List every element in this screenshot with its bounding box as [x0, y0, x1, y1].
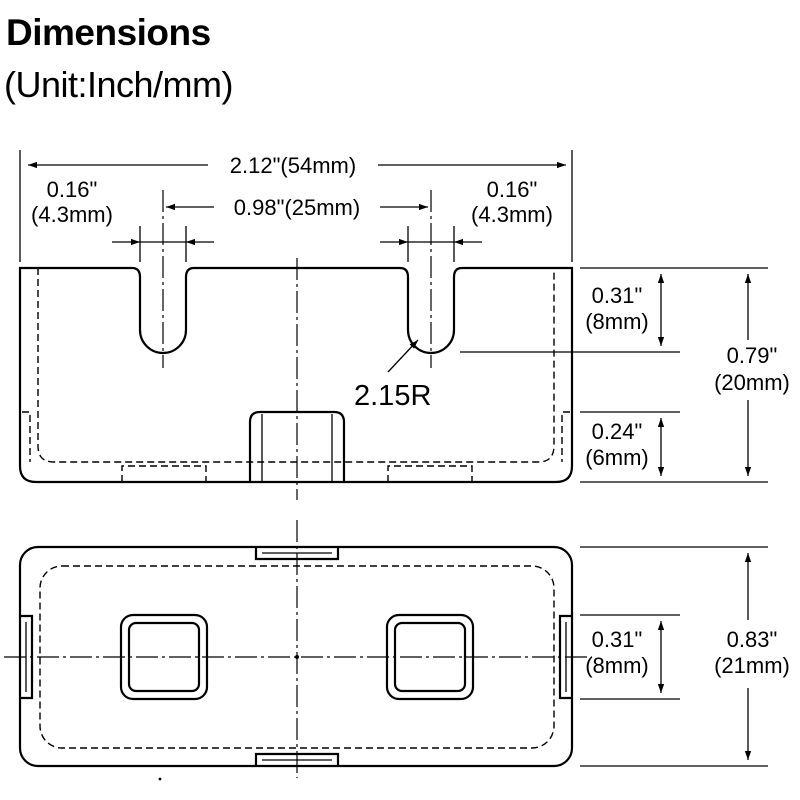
- hole-size-in-label: 0.31": [592, 627, 643, 652]
- slot-radius-label: 2.15R: [354, 380, 431, 412]
- top-dimensions: [580, 546, 768, 767]
- front-hidden-inner-walls: [37, 268, 555, 463]
- page-title: Dimensions: [6, 12, 211, 53]
- front-view: [18, 190, 574, 500]
- right-slot-width-in-label: 0.16": [487, 177, 538, 202]
- left-slot-width-in-label: 0.16": [47, 177, 98, 202]
- overall-width-label: 2.12"(54mm): [230, 153, 356, 178]
- top-view-center-point: [295, 655, 299, 659]
- front-hidden-bottom-tab-left: [121, 465, 207, 482]
- base-height-mm-label: (6mm): [585, 445, 649, 470]
- front-hidden-bottom-tab-right: [387, 465, 473, 482]
- stray-mark: [158, 777, 162, 781]
- unit-subtitle: (Unit:Inch/mm): [4, 64, 234, 105]
- front-view-outline: [18, 266, 574, 484]
- hole-size-mm-label: (8mm): [585, 653, 649, 678]
- overall-height-in-label: 0.79": [727, 343, 778, 368]
- slot-depth-mm-label: (8mm): [585, 309, 649, 334]
- overall-depth-in-label: 0.83": [727, 627, 778, 652]
- front-hidden-right-clip: [561, 411, 570, 462]
- top-view: [4, 520, 592, 781]
- overall-depth-mm-label: (21mm): [714, 653, 790, 678]
- front-hidden-left-clip: [22, 411, 31, 462]
- right-slot-width-mm-label: (4.3mm): [471, 202, 553, 227]
- front-dimensions: [19, 150, 768, 483]
- slot-spacing-label: 0.98"(25mm): [234, 195, 360, 220]
- base-height-in-label: 0.24": [592, 419, 643, 444]
- overall-height-mm-label: (20mm): [714, 370, 790, 395]
- left-slot-width-mm-label: (4.3mm): [31, 202, 113, 227]
- slot-depth-in-label: 0.31": [592, 283, 643, 308]
